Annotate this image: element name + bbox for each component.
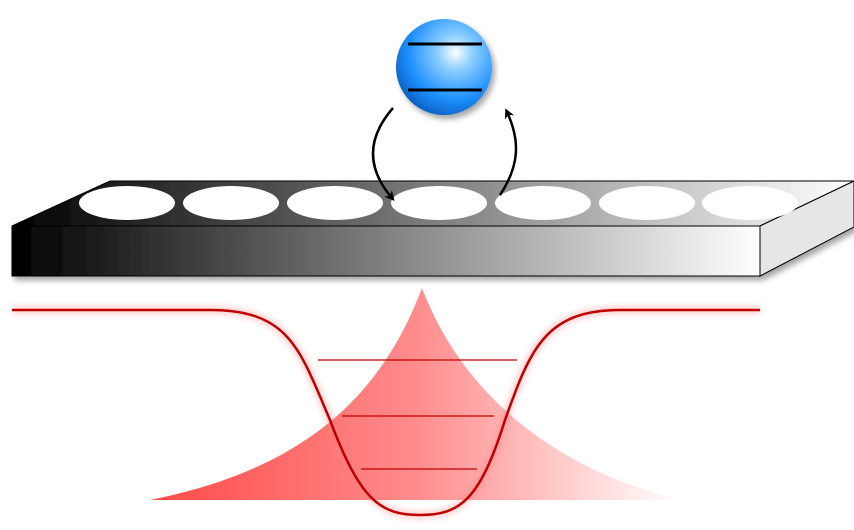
hole-3 [287, 186, 383, 220]
potential-well [12, 308, 760, 517]
crystal-holes [79, 186, 798, 220]
hole-4 [391, 186, 487, 220]
hole-7 [702, 186, 798, 220]
emission-arrow [498, 108, 518, 196]
hole-6 [599, 186, 695, 220]
waveguide-front [11, 225, 761, 277]
field-profile [150, 288, 680, 500]
hole-5 [495, 186, 591, 220]
absorption-arrow [371, 107, 395, 202]
atom [396, 19, 492, 115]
hole-1 [79, 186, 175, 220]
hole-2 [183, 186, 279, 220]
atom-sphere [396, 19, 492, 115]
